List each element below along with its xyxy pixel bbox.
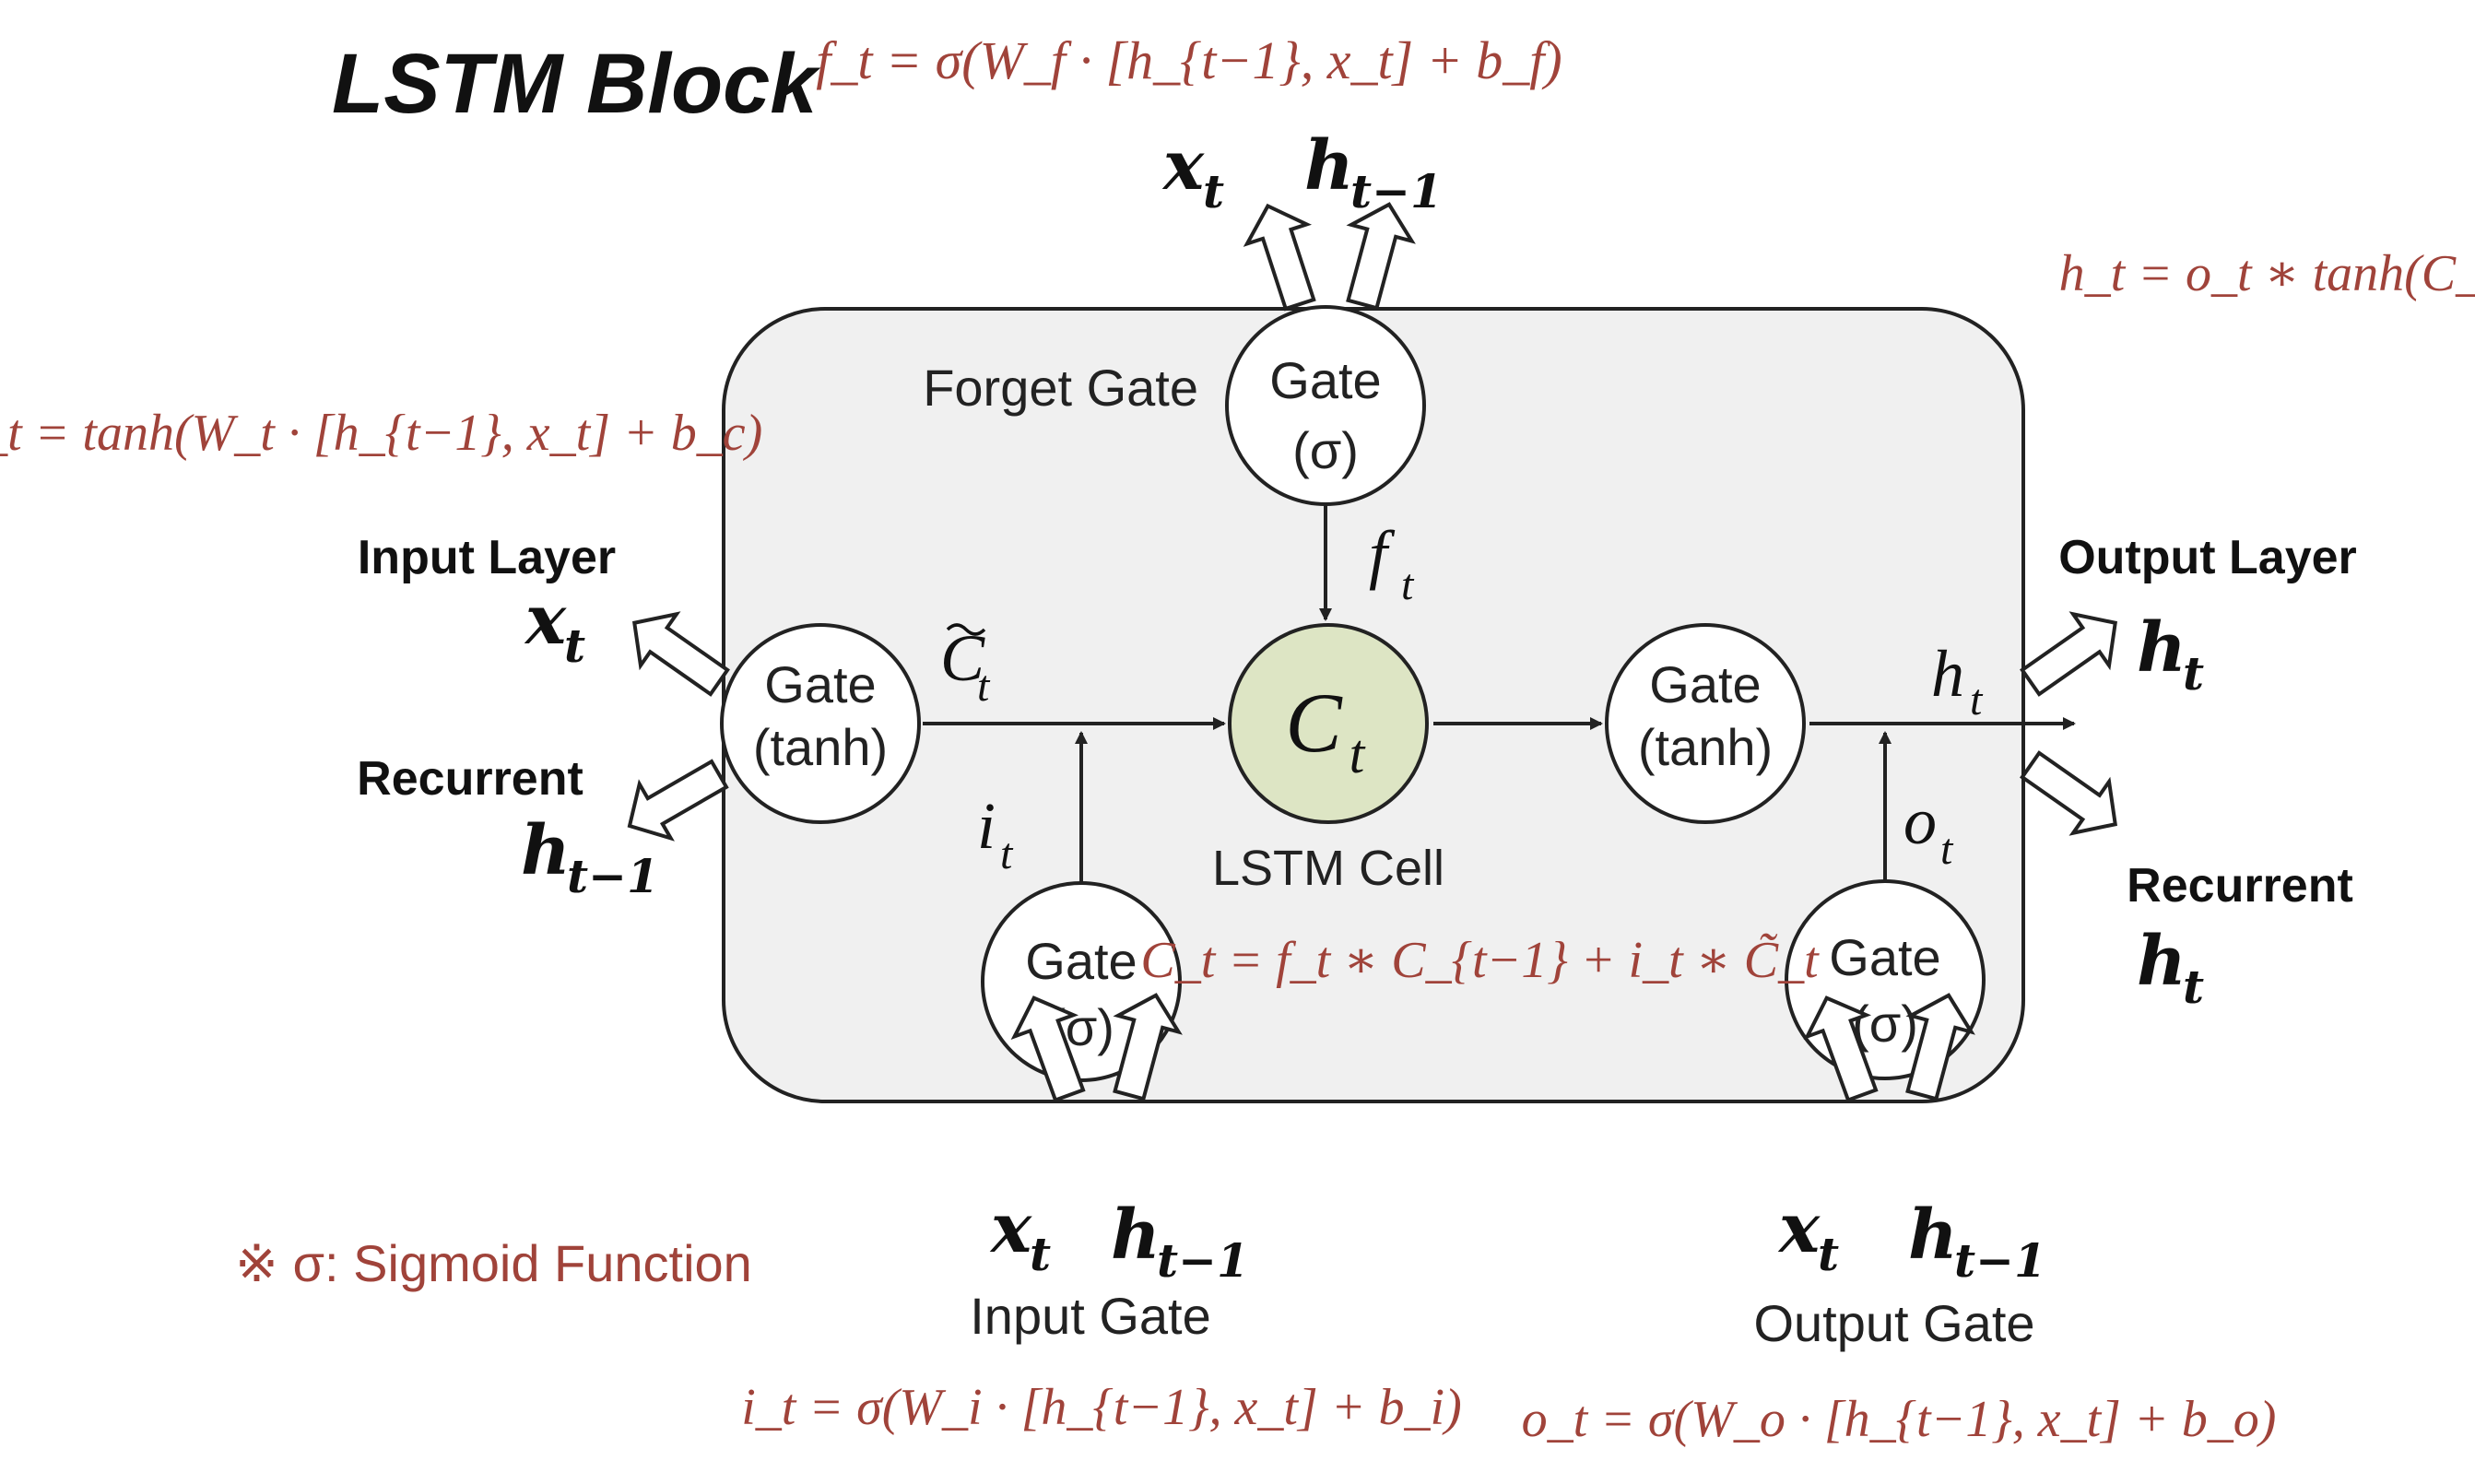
right-h-recurrent: h (2137, 922, 2186, 1001)
left-x: x (524, 581, 567, 660)
cell-symbol-sub: t (1349, 724, 1366, 784)
formulas: f_t = σ(W_f · [h_{t−1}, x_t] + b_f) C̃_t… (0, 30, 2475, 1448)
label-recurrent-out: Recurrent (2127, 859, 2353, 913)
hollow-arrow-input-h (1113, 993, 1183, 1101)
gate-forget: Gate (σ) (1225, 305, 1426, 506)
gate-input-tanh-line2: (tanh) (753, 718, 888, 776)
output-x-sub: t (1818, 1227, 1839, 1281)
cell-symbol: C (1285, 676, 1343, 770)
label-o: o (1903, 784, 1937, 858)
label-output-layer: Output Layer (2058, 531, 2357, 584)
internal-connections (923, 502, 2076, 885)
label-o-sub: t (1940, 825, 1954, 874)
caption-forget-gate: Forget Gate (923, 359, 1198, 417)
left-h-sub: t−1 (567, 849, 659, 903)
gate-output-tanh: Gate (tanh) (1605, 623, 1806, 824)
input-h-sub: t−1 (1157, 1233, 1249, 1288)
cell-caption: LSTM Cell (1212, 841, 1444, 896)
formula-cell-state: C_t = f_t ∗ C_{t−1} + i_t ∗ C̃_t (1140, 932, 1820, 989)
label-recurrent-in: Recurrent (357, 752, 583, 806)
external-variables: x t h t−1 x t h t−1 h t h t x t h t−1 x … (521, 126, 2204, 1288)
label-i-sub: t (1000, 830, 1014, 878)
formula-candidate: C̃_t = tanh(W_t · [h_{t−1}, x_t] + b_c) (0, 405, 762, 462)
sigmoid-note: ※ σ: Sigmoid Function (235, 1234, 752, 1292)
label-f-sub: t (1401, 560, 1415, 609)
hollow-arrow-top-x (1243, 203, 1316, 312)
hollow-arrow-right-recurrent (2020, 750, 2117, 836)
label-h-sub: t (1970, 676, 1984, 724)
formula-output: o_t = σ(W_o · [h_{t−1}, x_t] + b_o) (1522, 1391, 2277, 1448)
lstm-cell: C t LSTM Cell (1212, 623, 1444, 896)
top-x: x (1161, 126, 1205, 206)
internal-labels: f t C t i t h t o t (940, 517, 1984, 878)
label-input-layer: Input Layer (358, 531, 616, 584)
hollow-arrow-input-x (1010, 995, 1086, 1103)
gate-input-tanh: Gate (tanh) (720, 623, 921, 824)
top-h-sub: t−1 (1350, 164, 1443, 218)
caption-input-gate: Input Gate (970, 1287, 1211, 1345)
gate-forget-line1: Gate (1269, 351, 1381, 409)
gate-forget-line2: (σ) (1292, 421, 1359, 479)
diagram-title: LSTM Block (332, 37, 820, 131)
hollow-arrow-right-output (2020, 611, 2117, 697)
gate-output-sigma-line2: (σ) (1852, 995, 1918, 1053)
label-candidate-sub: t (977, 662, 991, 711)
caption-output-gate: Output Gate (1753, 1294, 2034, 1352)
top-x-sub: t (1203, 164, 1224, 218)
left-h: h (521, 811, 571, 890)
gate-output-sigma-line1: Gate (1829, 928, 1940, 986)
gate-output-tanh-line1: Gate (1649, 655, 1761, 713)
gate-input-sigma-line1: Gate (1025, 932, 1137, 990)
gate-input-tanh-line1: Gate (764, 655, 876, 713)
gate-output-tanh-line2: (tanh) (1638, 718, 1773, 776)
output-h: h (1908, 1195, 1958, 1275)
label-i: i (977, 789, 996, 863)
formula-forget: f_t = σ(W_f · [h_{t−1}, x_t] + b_f) (816, 30, 1562, 90)
output-x: x (1777, 1189, 1821, 1268)
right-h-output: h (2137, 608, 2186, 688)
top-h: h (1304, 126, 1354, 206)
input-h: h (1111, 1195, 1161, 1275)
right-h-output-sub: t (2183, 646, 2204, 701)
label-h: h (1931, 637, 1964, 711)
input-x-sub: t (1030, 1227, 1051, 1281)
input-x: x (989, 1189, 1032, 1268)
output-h-sub: t−1 (1954, 1233, 2046, 1288)
hollow-arrow-left-h (627, 759, 729, 842)
right-h-recurrent-sub: t (2183, 960, 2204, 1014)
hollow-arrow-left-x (632, 611, 730, 697)
formula-input: i_t = σ(W_i · [h_{t−1}, x_t] + b_i) (741, 1379, 1462, 1436)
hollow-arrows (627, 202, 2117, 1103)
formula-hidden: h_t = o_t ∗ tanh(C_t) (2059, 245, 2475, 302)
left-x-sub: t (564, 618, 585, 673)
hollow-arrow-output-x (1803, 995, 1879, 1103)
hollow-arrow-output-h (1905, 993, 1975, 1101)
hollow-arrow-top-h (1346, 202, 1416, 311)
label-candidate-tilde (946, 623, 986, 636)
